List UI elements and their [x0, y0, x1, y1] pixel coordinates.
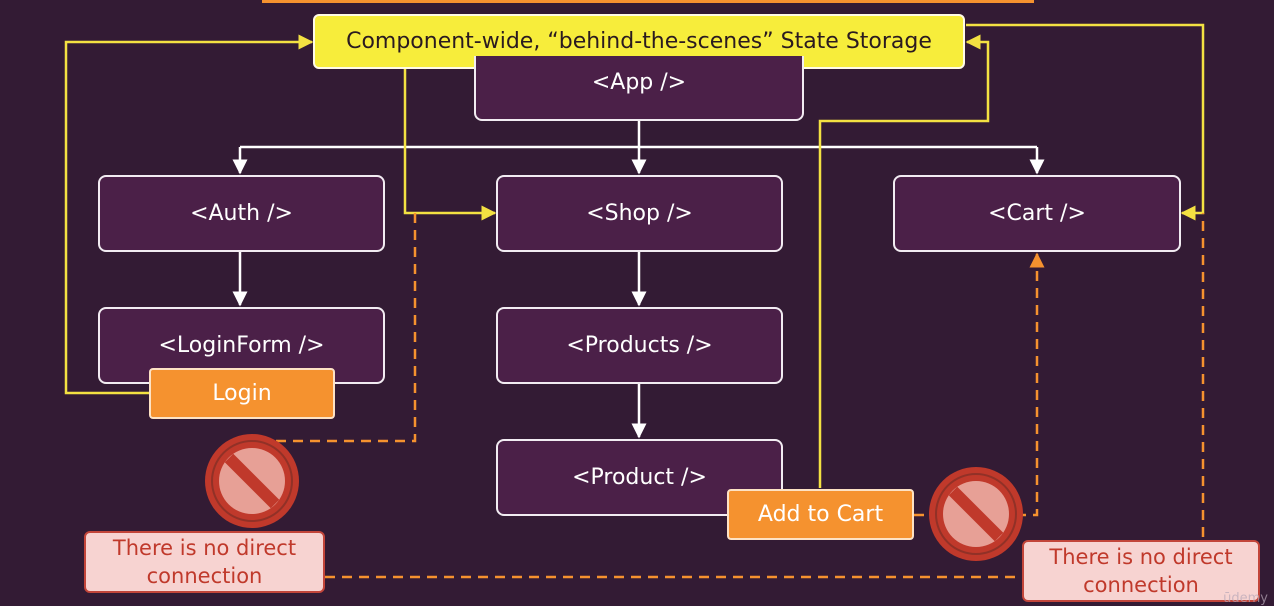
blocked-connectors [238, 213, 1205, 579]
shop-component-label: <Shop /> [586, 201, 693, 226]
login-button-label: Login [212, 381, 272, 406]
shop-component: <Shop /> [496, 175, 783, 252]
arrow-addtocart-to-storage [818, 34, 990, 488]
cart-component: <Cart /> [893, 175, 1181, 252]
arrow-storage-to-cart [966, 23, 1205, 221]
state-connectors [64, 23, 1205, 488]
watermark-logo: ūdemy [1223, 591, 1268, 606]
auth-component: <Auth /> [98, 175, 385, 252]
arrow-login-to-storage [64, 34, 314, 395]
prohibited-icon [929, 467, 1023, 561]
app-component: <App /> [474, 56, 804, 121]
add-to-cart-button-label: Add to Cart [757, 502, 884, 527]
auth-component-label: <Auth /> [190, 201, 293, 226]
no-connection-note-left: There is no direct connection [84, 531, 325, 593]
app-component-label: <App /> [591, 70, 687, 95]
products-component-label: <Products /> [566, 333, 713, 358]
dashed-line-bottom-loop [325, 213, 1205, 579]
arrow-storage-to-shop [403, 68, 497, 221]
tree-connectors [232, 121, 1045, 439]
note-right-line1: There is no direct [1049, 544, 1233, 569]
add-to-cart-button[interactable]: Add to Cart [727, 489, 914, 540]
state-storage-label: Component-wide, “behind-the-scenes” Stat… [346, 29, 932, 54]
login-button[interactable]: Login [149, 368, 335, 419]
note-left-line1: There is no direct [112, 535, 297, 560]
loginform-component-label: <LoginForm /> [158, 333, 325, 358]
cart-component-label: <Cart /> [988, 201, 1086, 226]
top-accent-strip [262, 0, 1034, 3]
prohibited-icon [205, 434, 299, 528]
no-connection-note-right: There is no direct connection [1022, 540, 1260, 602]
note-right-line2: connection [1083, 573, 1199, 597]
product-component: <Product /> [496, 439, 783, 516]
products-component: <Products /> [496, 307, 783, 384]
note-left-line2: connection [146, 564, 263, 588]
product-component-label: <Product /> [572, 465, 707, 490]
